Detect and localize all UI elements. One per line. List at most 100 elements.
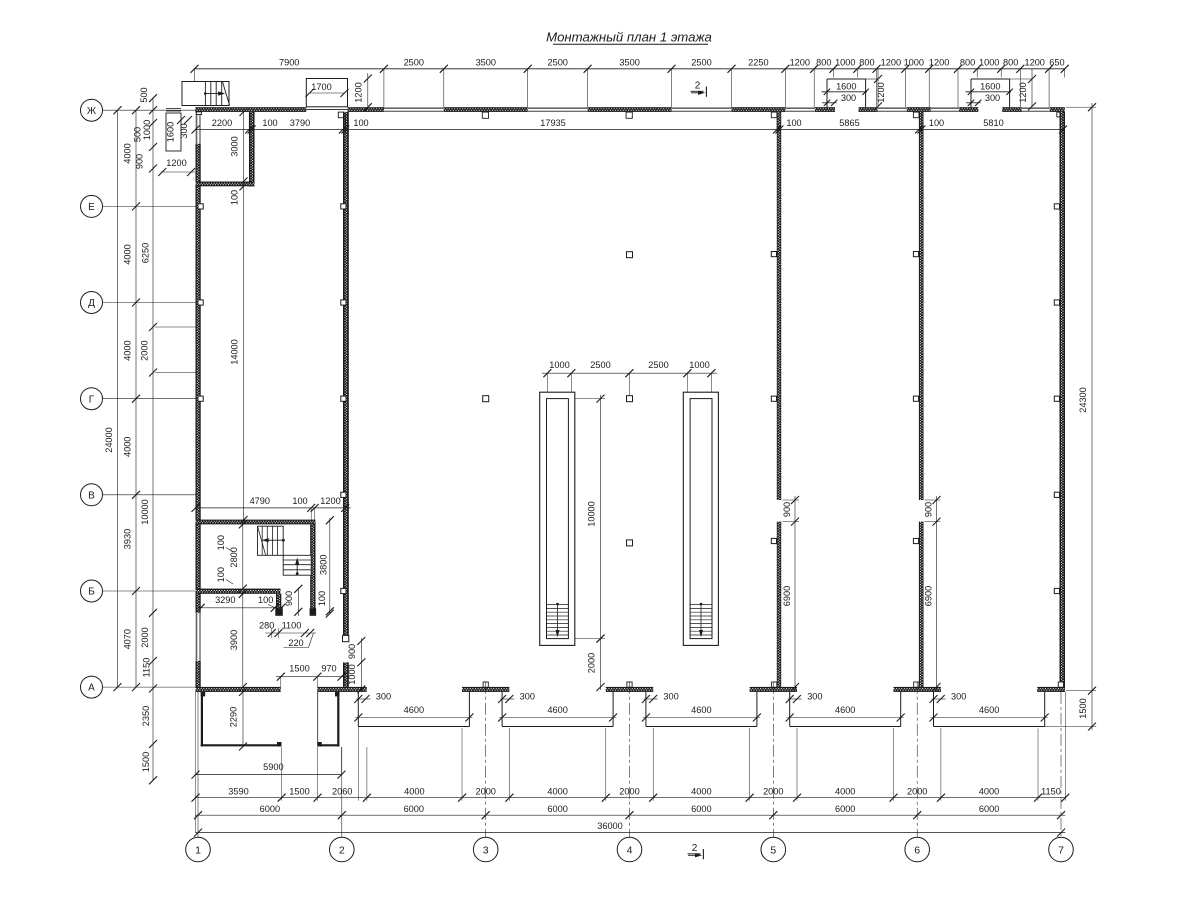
svg-text:4790: 4790	[250, 496, 270, 506]
svg-text:6000: 6000	[547, 804, 567, 814]
svg-text:1500: 1500	[141, 752, 151, 772]
svg-text:Ж: Ж	[87, 106, 97, 117]
svg-text:1600: 1600	[980, 82, 1000, 92]
svg-text:2: 2	[692, 843, 698, 854]
svg-text:2500: 2500	[590, 360, 610, 370]
svg-text:900: 900	[347, 644, 357, 659]
svg-text:2290: 2290	[229, 707, 239, 727]
svg-text:3800: 3800	[318, 554, 328, 574]
svg-text:6000: 6000	[691, 804, 711, 814]
svg-text:2800: 2800	[229, 547, 239, 567]
svg-text:1200: 1200	[876, 82, 886, 102]
svg-text:1600: 1600	[836, 82, 856, 92]
svg-text:900: 900	[135, 154, 145, 169]
svg-text:100: 100	[317, 591, 327, 606]
svg-text:4000: 4000	[547, 786, 567, 796]
svg-text:2350: 2350	[141, 706, 151, 726]
svg-text:1150: 1150	[142, 658, 152, 678]
svg-text:14000: 14000	[230, 339, 240, 365]
svg-text:4000: 4000	[122, 340, 132, 360]
svg-text:6000: 6000	[835, 804, 855, 814]
svg-text:1600: 1600	[166, 122, 176, 142]
svg-text:4000: 4000	[979, 786, 999, 796]
svg-text:1200: 1200	[790, 58, 810, 68]
svg-text:6: 6	[914, 844, 920, 856]
svg-text:2000: 2000	[587, 653, 597, 673]
svg-text:100: 100	[230, 190, 240, 205]
svg-text:4600: 4600	[835, 705, 855, 715]
svg-text:1000: 1000	[835, 58, 855, 68]
svg-text:3500: 3500	[476, 58, 496, 68]
svg-text:300: 300	[179, 123, 189, 138]
svg-text:2200: 2200	[212, 118, 232, 128]
svg-text:4000: 4000	[404, 786, 424, 796]
svg-text:100: 100	[929, 118, 944, 128]
svg-text:2000: 2000	[140, 627, 150, 647]
svg-text:100: 100	[353, 118, 368, 128]
svg-text:300: 300	[951, 692, 966, 702]
svg-text:1200: 1200	[929, 58, 949, 68]
svg-text:2500: 2500	[648, 360, 668, 370]
svg-text:7900: 7900	[279, 58, 299, 68]
svg-text:6900: 6900	[782, 586, 792, 606]
svg-text:2000: 2000	[139, 340, 149, 360]
svg-text:1200: 1200	[1024, 58, 1044, 68]
svg-text:6250: 6250	[140, 243, 150, 263]
svg-text:300: 300	[807, 692, 822, 702]
svg-text:2000: 2000	[475, 786, 495, 796]
svg-text:800: 800	[960, 58, 975, 68]
svg-text:220: 220	[288, 638, 303, 648]
svg-text:2500: 2500	[404, 58, 424, 68]
svg-text:4600: 4600	[547, 705, 567, 715]
svg-text:900: 900	[782, 502, 792, 517]
svg-text:1500: 1500	[289, 664, 309, 674]
svg-text:3790: 3790	[290, 118, 310, 128]
svg-text:900: 900	[924, 502, 934, 517]
svg-text:1500: 1500	[1078, 698, 1088, 718]
svg-text:1000: 1000	[689, 360, 709, 370]
svg-text:4000: 4000	[835, 786, 855, 796]
svg-text:4000: 4000	[122, 244, 132, 264]
svg-text:6000: 6000	[979, 804, 999, 814]
svg-text:4600: 4600	[979, 705, 999, 715]
svg-text:4000: 4000	[122, 143, 132, 163]
svg-text:24300: 24300	[1078, 387, 1088, 413]
svg-text:1000: 1000	[904, 58, 924, 68]
svg-text:100: 100	[292, 496, 307, 506]
svg-text:1700: 1700	[311, 82, 331, 92]
svg-text:Монтажный план 1 этажа: Монтажный план 1 этажа	[546, 30, 712, 45]
svg-text:5900: 5900	[263, 762, 283, 772]
svg-text:1200: 1200	[881, 58, 901, 68]
svg-text:24000: 24000	[104, 427, 114, 453]
svg-text:4070: 4070	[122, 629, 132, 649]
svg-text:100: 100	[258, 595, 273, 605]
svg-text:2000: 2000	[763, 786, 783, 796]
svg-text:3290: 3290	[215, 595, 235, 605]
svg-text:А: А	[88, 683, 95, 694]
svg-text:300: 300	[841, 93, 856, 103]
svg-text:1000: 1000	[347, 664, 357, 684]
svg-text:800: 800	[859, 58, 874, 68]
svg-text:Е: Е	[88, 202, 95, 213]
svg-text:650: 650	[1049, 58, 1064, 68]
svg-text:10000: 10000	[587, 501, 597, 527]
svg-text:1500: 1500	[289, 786, 309, 796]
svg-text:17935: 17935	[540, 118, 566, 128]
svg-text:2250: 2250	[748, 58, 768, 68]
svg-text:2500: 2500	[547, 58, 567, 68]
svg-text:1200: 1200	[166, 158, 186, 168]
svg-text:2060: 2060	[332, 786, 352, 796]
svg-text:2: 2	[339, 844, 345, 856]
svg-text:2000: 2000	[619, 786, 639, 796]
svg-text:5810: 5810	[983, 118, 1003, 128]
svg-text:6900: 6900	[924, 586, 934, 606]
svg-text:300: 300	[520, 692, 535, 702]
svg-text:3000: 3000	[230, 136, 240, 156]
svg-text:1200: 1200	[320, 496, 340, 506]
svg-text:4600: 4600	[404, 705, 424, 715]
svg-text:300: 300	[985, 93, 1000, 103]
svg-text:36000: 36000	[597, 821, 623, 831]
svg-text:100: 100	[786, 118, 801, 128]
svg-text:1200: 1200	[354, 82, 364, 102]
svg-text:500: 500	[139, 87, 149, 102]
